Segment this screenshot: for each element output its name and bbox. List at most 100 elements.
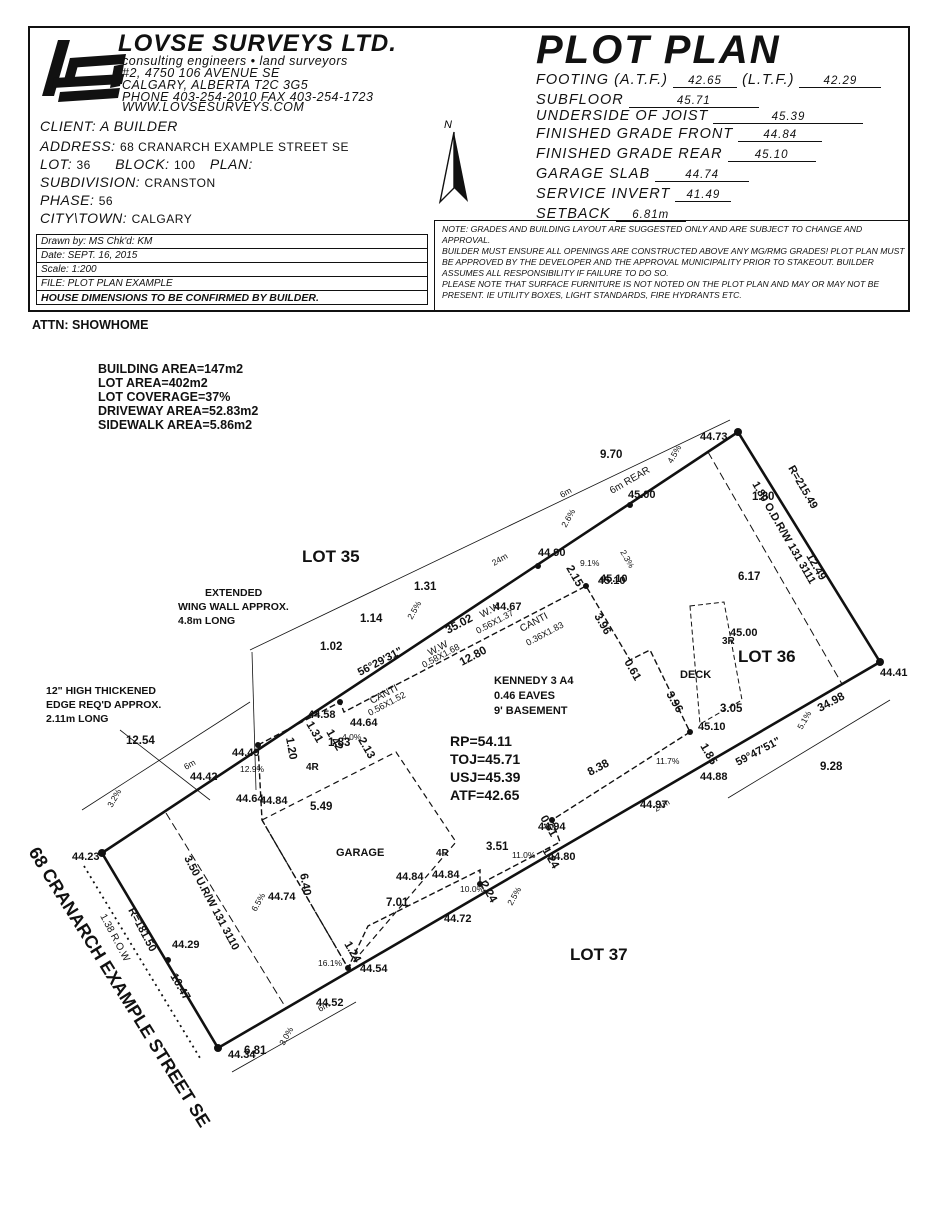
edge-leader (119, 729, 211, 801)
slopes-label-2: 2.3% (618, 548, 637, 570)
rear-grade-row: FINISHED GRADE REAR 45.10 (536, 146, 816, 162)
dims-label-28: 1.31 (303, 720, 325, 746)
dim-line-35-02 (249, 419, 731, 651)
elev-label-16: 44.97 (640, 799, 668, 811)
note-3: PLEASE NOTE THAT SURFACE FURNITURE IS NO… (442, 279, 880, 300)
dim-line-9-28 (727, 699, 891, 799)
company-address-2: CALGARY, ALBERTA T2C 3G5 (122, 78, 309, 92)
setback-row: SETBACK 6.81m (536, 206, 686, 222)
slopes-label-13: 6.5% (249, 891, 268, 913)
note-divider (434, 220, 910, 221)
drawn-by: Drawn by: MS Chk'd: KM (36, 234, 428, 249)
dims-label-23: 1.14 (360, 613, 383, 625)
slopes-label-15: 3.0% (277, 1025, 296, 1047)
small-label-0: 24m (490, 551, 509, 568)
dims-label-19: 6.81 (244, 1045, 267, 1057)
elev-label-27: 45.10 (598, 575, 626, 587)
drawing-scale: Scale: 1:200 (36, 262, 428, 277)
riser-3r: 3R (722, 636, 736, 647)
slopes-label-8: 11.7% (656, 756, 680, 766)
company-phone: PHONE 403-254-2010 FAX 403-254-1723 (122, 90, 374, 104)
elev-label-18: 44.80 (548, 851, 576, 863)
title-block: LOVSE SURVEYS LTD. consulting engineers … (28, 26, 910, 312)
plan-label: PLAN: (209, 156, 253, 172)
slopes-label-12: 2.5% (505, 885, 524, 907)
block-value: 100 (173, 158, 196, 172)
address-label: ADDRESS: (40, 138, 116, 154)
front-grade-value: 44.84 (738, 129, 823, 142)
dims-label-11: 8.38 (586, 757, 612, 778)
dims-label-7: 3.05 (720, 703, 743, 715)
block-label: BLOCK: (115, 156, 170, 172)
subdivision-value: CRANSTON (144, 176, 216, 190)
lot-value: 36 (76, 158, 91, 172)
slopes-label-14: 16.1% (318, 958, 343, 968)
dims-label-6: 0.61 (621, 658, 643, 684)
slopes-label-7: 12.9% (240, 764, 265, 774)
address-row: ADDRESS: 68 CRANARCH EXAMPLE STREET SE (40, 138, 349, 154)
notes-block: NOTE: GRADES AND BUILDING LAYOUT ARE SUG… (442, 224, 912, 301)
elev-label-5: 44.64 (236, 793, 264, 805)
subdivision-row: SUBDIVISION: CRANSTON (40, 174, 216, 190)
elev-label-13: 45.00 (730, 627, 758, 639)
dims-label-22: 1.31 (414, 581, 437, 593)
company-address-1: #2, 4750 106 AVENUE SE (122, 66, 280, 80)
house-usj: USJ=45.39 (450, 769, 521, 785)
elev-label-2: 44.49 (232, 747, 260, 759)
dim-line-6-81 (231, 1001, 357, 1073)
garage-slab-value: 44.74 (655, 169, 750, 182)
area-stats: BUILDING AREA=147m2 LOT AREA=402m2 LOT C… (98, 362, 258, 432)
ltf-label: (L.T.F.) (742, 72, 795, 88)
slopes-label-3: 9.1% (580, 558, 600, 568)
driveway-area: DRIVEWAY AREA=52.83m2 (98, 404, 259, 418)
footing-atf-value: 42.65 (673, 75, 738, 88)
house-rp: RP=54.11 (450, 733, 512, 749)
dims-label-21: 12.54 (126, 735, 155, 747)
dims-label-29: 1.20 (283, 736, 299, 760)
phase-row: PHASE: 56 (40, 192, 113, 208)
rear-grade-value: 45.10 (727, 149, 816, 162)
slopes-label-6: 3.2% (105, 787, 124, 809)
radius-front-label: R=181.50 (125, 906, 158, 954)
footing-row: FOOTING (A.T.F.) 42.65 (L.T.F.) 42.29 (536, 72, 882, 88)
house-toj: TOJ=45.71 (450, 751, 520, 767)
rear-grade-label: FINISHED GRADE REAR (536, 146, 723, 162)
company-name: LOVSE SURVEYS LTD. (118, 30, 397, 57)
service-invert-label: SERVICE INVERT (536, 186, 671, 202)
note-vertical-divider (434, 220, 435, 312)
garage-slab-label: GARAGE SLAB (536, 166, 651, 182)
dims-label-13: 3.51 (486, 841, 509, 853)
north-arrow-icon: N (438, 119, 468, 205)
lot-area: LOT AREA=402m2 (98, 376, 208, 390)
dims-label-17: 6.40 (297, 872, 313, 896)
service-invert-value: 41.49 (675, 189, 732, 202)
urw-label: 3.50 U.R/W 131 3110 (181, 854, 241, 953)
dims-label-3: 1.80 (752, 491, 774, 503)
site-plan-drawing: LOT 35 LOT 36 LOT 37 68 CRANARCH EXAMPLE… (25, 419, 908, 1131)
client-row: CLIENT: A BUILDER (40, 118, 178, 134)
dims-label-10: 34.98 (816, 690, 848, 714)
subdivision-label: SUBDIVISION: (40, 174, 141, 190)
dim-line-12-54 (81, 701, 251, 811)
elev-label-10: 44.73 (700, 431, 728, 443)
dims-label-0: 9.70 (600, 449, 622, 461)
wing-note-2: WING WALL APPROX. (178, 601, 289, 613)
lot-36-label: LOT 36 (738, 647, 796, 666)
wing-note-3: 4.8m LONG (178, 615, 235, 627)
company-web: WWW.LOVSESURVEYS.COM (122, 100, 305, 114)
front-grade-row: FINISHED GRADE FRONT 44.84 (536, 126, 823, 142)
phase-value: 56 (98, 194, 114, 208)
wing-leader (251, 651, 257, 791)
slopes-label-5: 4.0% (342, 732, 362, 742)
elev-label-7: 44.67 (494, 601, 522, 613)
riser-4r-a: 4R (306, 762, 320, 773)
elev-label-24: 44.52 (316, 997, 344, 1009)
drawing-info-table: Drawn by: MS Chk'd: KM Date: SEPT. 16, 2… (36, 234, 428, 305)
city-value: CALGARY (131, 212, 193, 226)
setback-label: SETBACK (536, 206, 611, 222)
survey-markers (98, 428, 884, 1052)
subfloor-row: SUBFLOOR 45.71 (536, 92, 759, 108)
setback-value: 6.81m (615, 209, 686, 222)
dims-label-4: 3.96 (591, 612, 613, 637)
edge-note-1: 12" HIGH THICKENED (46, 685, 156, 697)
